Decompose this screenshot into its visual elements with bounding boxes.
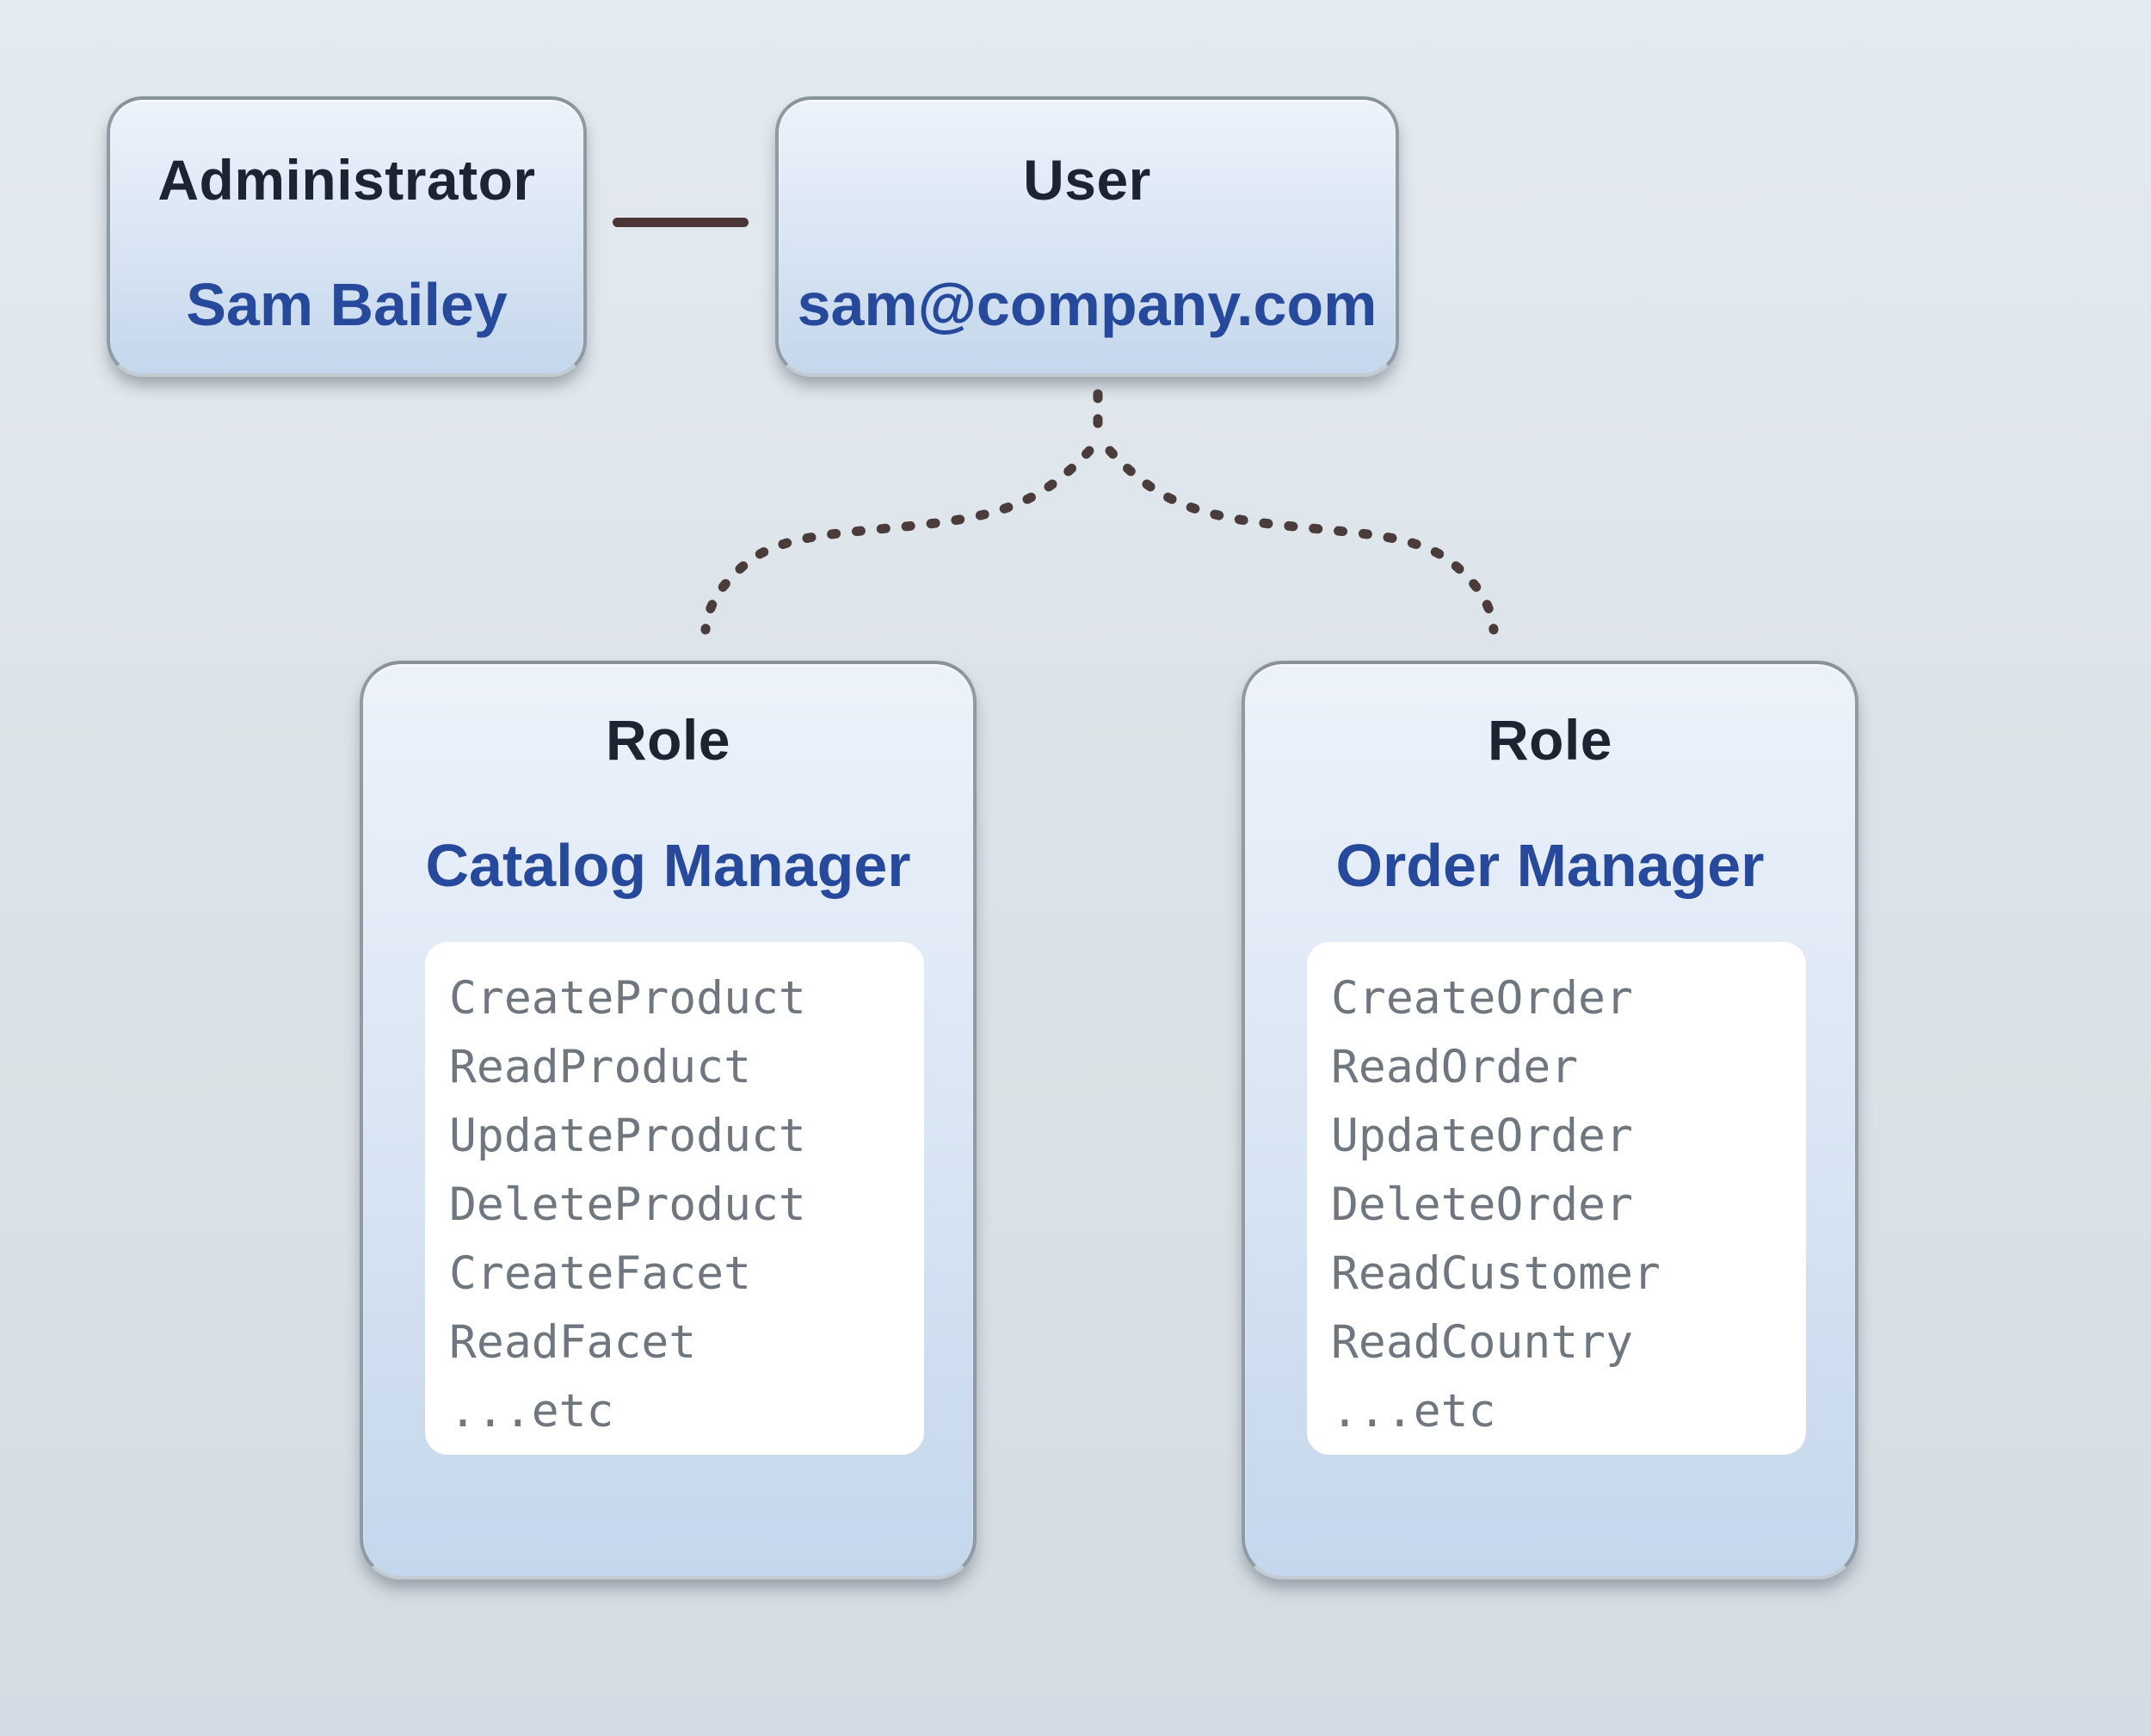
admin-user-connector-line <box>613 218 749 227</box>
permission-item: ReadOrder <box>1331 1041 1579 1093</box>
role-card-title: Role <box>605 708 731 772</box>
administrator-card: Administrator Sam Bailey <box>107 96 587 377</box>
administrator-card-name: Sam Bailey <box>186 271 508 338</box>
role-card-title: Role <box>1487 708 1613 772</box>
role-card-name: Order Manager <box>1335 832 1765 899</box>
permission-item: UpdateProduct <box>449 1110 806 1162</box>
permission-item: ReadCustomer <box>1331 1247 1661 1300</box>
permission-item: CreateProduct <box>449 972 806 1025</box>
permission-item: CreateOrder <box>1331 972 1633 1025</box>
permission-item: ...etc <box>1331 1385 1496 1437</box>
user-card-title: User <box>1023 148 1151 212</box>
permission-item: UpdateOrder <box>1331 1110 1633 1162</box>
permission-item: CreateFacet <box>449 1247 751 1300</box>
permission-item: DeleteOrder <box>1331 1179 1633 1231</box>
user-card-email: sam@company.com <box>797 271 1378 338</box>
administrator-card-title: Administrator <box>157 148 536 212</box>
user-role-connector-left <box>700 446 1094 635</box>
user-card: User sam@company.com <box>775 96 1399 377</box>
permission-item: DeleteProduct <box>449 1179 806 1231</box>
permission-item: ...etc <box>449 1385 614 1437</box>
permission-item: ReadFacet <box>449 1316 697 1369</box>
permission-item: ReadCountry <box>1331 1316 1633 1369</box>
role-card-name: Catalog Manager <box>425 832 911 899</box>
user-role-connector-right <box>1105 446 1499 635</box>
permission-item: ReadProduct <box>449 1041 751 1093</box>
